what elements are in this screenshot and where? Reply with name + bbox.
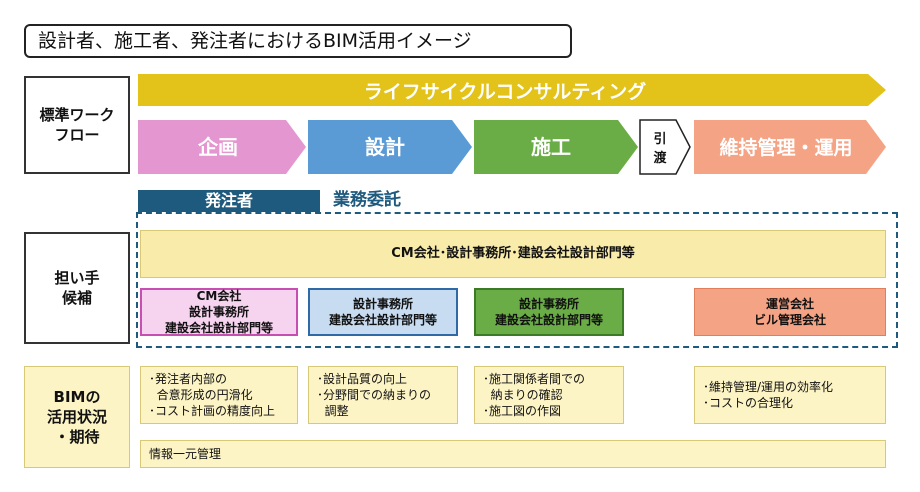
bim-note-maintenance-line-1: ･維持管理/運用の効率化: [703, 380, 834, 394]
bim-label-line-1: BIMの: [53, 388, 101, 406]
candidates-label-line-2: 候補: [61, 289, 92, 307]
candidate-maintenance: 運営会社 ビル管理会社: [694, 288, 886, 336]
handover-arrow-label-2: 渡: [653, 150, 667, 166]
workflow-label-line-1: 標準ワーク: [39, 106, 115, 124]
owner-tab: 発注者: [138, 190, 320, 212]
page-title: 設計者、施工者、発注者におけるBIM活用イメージ: [24, 24, 572, 58]
bim-note-design-line-2: ･分野間での納まりの: [317, 388, 432, 402]
candidate-maintenance-line-1: 運営会社: [765, 297, 814, 311]
bim-note-planning: ･発注者内部の 合意形成の円滑化 ･コスト計画の精度向上: [140, 366, 298, 424]
candidate-planning-line-3: 建設会社設計部門等: [164, 321, 273, 335]
commission-region: [136, 212, 898, 348]
bim-note-design: ･設計品質の向上 ･分野間での納まりの 調整: [308, 366, 458, 424]
candidate-planning-line-2: 設計事務所: [188, 305, 249, 319]
candidate-design-line-2: 建設会社設計部門等: [328, 313, 437, 327]
cm-banner: CM会社･設計事務所･建設会社設計部門等: [140, 230, 886, 278]
candidates-label-line-1: 担い手: [54, 269, 100, 287]
bim-note-maintenance-line-2: ･コストの合理化: [703, 396, 794, 410]
commission-label: 業務委託: [333, 190, 401, 210]
planning-arrow: [138, 120, 306, 174]
candidate-design-line-1: 設計事務所: [352, 297, 413, 311]
info-management-label: 情報一元管理: [149, 447, 222, 461]
bim-note-planning-line-3: ･コスト計画の精度向上: [149, 404, 276, 418]
bim-note-construction-line-2: 納まりの確認: [483, 388, 563, 402]
bim-note-planning-line-2: 合意形成の円滑化: [149, 388, 253, 402]
candidates-row-label: 担い手 候補: [24, 232, 130, 344]
bim-note-design-line-1: ･設計品質の向上: [317, 372, 408, 386]
bim-note-design-line-3: 調整: [317, 404, 349, 418]
candidate-planning-line-1: CM会社: [196, 289, 242, 303]
planning-arrow-label: 企画: [197, 135, 238, 159]
bim-row-label: BIMの 活用状況 ・期待: [24, 366, 130, 468]
candidate-maintenance-line-2: ビル管理会社: [753, 313, 826, 327]
bim-note-maintenance: ･維持管理/運用の効率化 ･コストの合理化: [694, 366, 886, 424]
design-arrow: [308, 120, 472, 174]
candidate-construction-line-2: 建設会社設計部門等: [494, 313, 603, 327]
maintenance-arrow: [694, 120, 886, 174]
maintenance-arrow-label: 維持管理・運用: [719, 136, 852, 159]
bim-note-construction: ･施工関係者間での 納まりの確認 ･施工図の作図: [474, 366, 624, 424]
workflow-label-line-2: フロー: [54, 126, 100, 144]
workflow-row-label: 標準ワーク フロー: [24, 76, 130, 174]
construction-arrow-label: 施工: [531, 135, 571, 159]
construction-arrow: [474, 120, 638, 174]
lifecycle-arrow-label: ライフサイクルコンサルティング: [364, 80, 647, 103]
info-management-bar: 情報一元管理: [140, 440, 886, 468]
candidate-construction: 設計事務所 建設会社設計部門等: [474, 288, 624, 336]
bim-label-line-2: 活用状況: [46, 408, 107, 426]
candidate-construction-line-1: 設計事務所: [518, 297, 579, 311]
candidate-planning: CM会社 設計事務所 建設会社設計部門等: [140, 288, 298, 336]
bim-note-construction-line-3: ･施工図の作図: [483, 404, 562, 418]
lifecycle-arrow: [138, 74, 886, 106]
handover-arrow-label-1: 引: [653, 132, 666, 147]
bim-note-planning-line-1: ･発注者内部の: [149, 372, 228, 386]
bim-label-line-3: ・期待: [54, 428, 100, 446]
bim-note-construction-line-1: ･施工関係者間での: [483, 372, 586, 386]
candidate-design: 設計事務所 建設会社設計部門等: [308, 288, 458, 336]
design-arrow-label: 設計: [365, 135, 405, 159]
handover-arrow: [639, 119, 691, 175]
